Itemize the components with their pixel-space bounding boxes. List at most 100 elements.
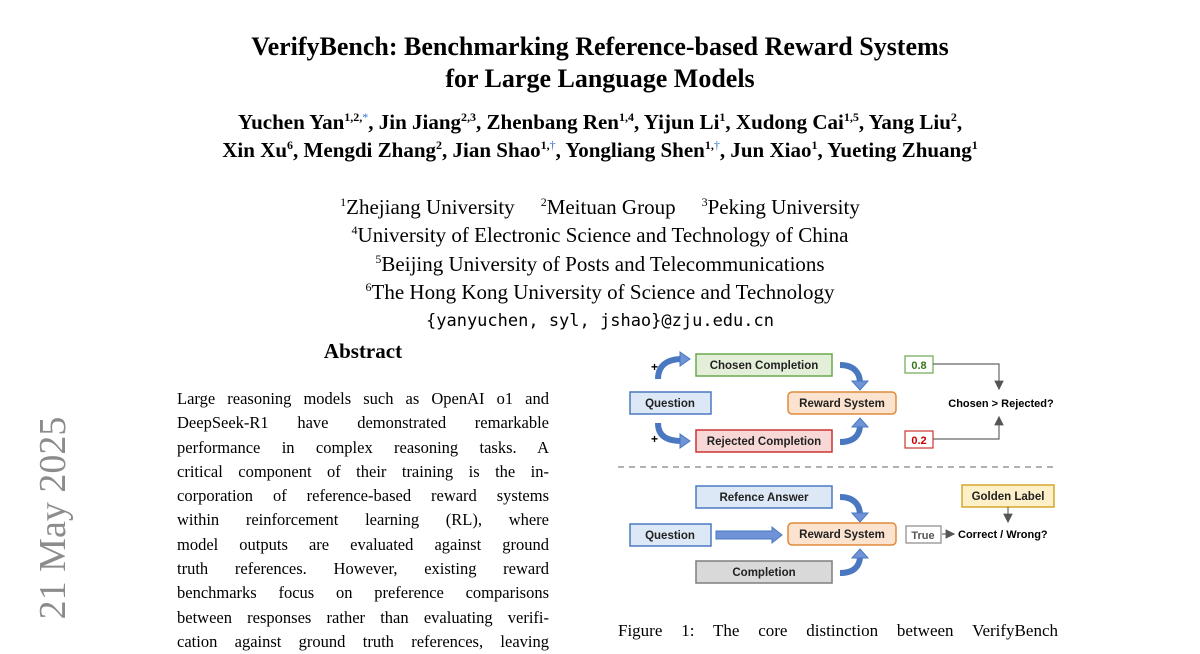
chosen-completion-label: Chosen Completion — [710, 360, 819, 372]
reward-system-box — [787, 391, 897, 415]
affiliation-number: 1 — [340, 195, 347, 209]
abstract-line: performance in complex reasoning tasks. … — [177, 437, 549, 457]
figure-1-diagram: + Chosen Completion Question Reward Syst… — [618, 351, 1055, 584]
author-affiliation: 1,2,* — [344, 110, 368, 124]
affiliations-line-2: 4University of Electronic Science and Te… — [0, 223, 1200, 248]
author-affiliation: 1 — [719, 110, 726, 124]
affiliation-number: 2 — [540, 195, 547, 209]
corresponding-author-mark: † — [713, 138, 720, 152]
abstract-line: Large reasoning models such as OpenAI o1… — [177, 389, 549, 408]
affiliation-name: University of Electronic Science and Tec… — [357, 223, 849, 247]
output-box — [905, 525, 942, 544]
reward-system-box — [787, 522, 897, 546]
chosen-completion-box — [695, 353, 833, 377]
completion-box — [695, 560, 833, 584]
affiliation-name: The Hong Kong University of Science and … — [371, 280, 835, 304]
affiliation-number: 3 — [701, 195, 708, 209]
aff-nums: 1, — [540, 138, 550, 152]
equal-contribution-mark: * — [362, 110, 369, 124]
plus-sign: + — [651, 432, 658, 446]
bottom-result-label: Correct / Wrong? — [958, 529, 1048, 541]
aff-nums: 1,2, — [344, 110, 363, 124]
author-list-line-1: Yuchen Yan1,2,*, Jin Jiang2,3, Zhenbang … — [237, 110, 963, 134]
connector-line — [933, 415, 1004, 440]
contact-email: {yanyuchen, syl, jshao}@zju.edu.cn — [426, 311, 774, 331]
abstract-line: cation against ground truth references, … — [177, 631, 549, 651]
curved-arrow-head-icon — [850, 512, 870, 523]
aff-nums: 1, — [704, 138, 714, 152]
reward-system-label: Reward System — [799, 529, 885, 541]
author-affiliation: 1,† — [541, 138, 556, 152]
abstract-line: DeepSeek-R1 have demonstrated remarkable — [177, 413, 549, 433]
author-name: Jian Shao — [452, 138, 541, 162]
affiliations-line-3: 5Beijing University of Posts and Telecom… — [0, 252, 1200, 277]
author-name: Jun Xiao — [730, 138, 812, 162]
completion-label: Completion — [732, 567, 795, 579]
affiliations-line-1: 1Zhejiang University 2Meituan Group 3Pekin… — [0, 195, 1200, 220]
author-name: Yongliang Shen — [565, 138, 705, 162]
curved-arrow-icon — [839, 555, 863, 576]
question-label: Question — [645, 530, 695, 542]
affiliations-line-4: 6The Hong Kong University of Science and… — [0, 280, 1200, 305]
affiliation-number: 6 — [365, 280, 372, 294]
question-label: Question — [645, 398, 695, 410]
affiliation-name: Meituan Group — [546, 195, 676, 219]
score-chosen-value: 0.8 — [911, 360, 926, 372]
question-box — [629, 523, 712, 547]
abstract-line: critical component of their training is … — [177, 461, 549, 481]
affiliation-number: 5 — [375, 252, 382, 266]
author-name: Zhenbang Ren — [486, 110, 619, 134]
author-affiliation: 2,3 — [461, 110, 477, 124]
abstract-body: Large reasoning models such as OpenAI o1… — [177, 387, 549, 654]
affiliation-number: 4 — [351, 223, 358, 237]
question-box — [629, 391, 712, 415]
golden-label-text: Golden Label — [972, 491, 1045, 503]
author-affiliation: 1 — [811, 138, 818, 152]
author-affiliation: 2 — [436, 138, 442, 152]
curved-arrow-head-icon — [679, 351, 691, 367]
arxiv-date-stamp: 21 May 2025 — [32, 410, 74, 625]
author-name: Yijun Li — [643, 110, 720, 134]
curved-arrow-head-icon — [679, 433, 691, 449]
rejected-completion-label: Rejected Completion — [707, 436, 821, 448]
author-list-line-2: Xin Xu6, Mengdi Zhang2, Jian Shao1,†, Yo… — [222, 138, 978, 162]
curved-arrow-head-icon — [850, 417, 870, 428]
top-result-label: Chosen > Rejected? — [948, 398, 1054, 410]
abstract-line: between responses rather than evaluating… — [177, 607, 549, 627]
abstract-line: benchmarks focus on preference compariso… — [177, 583, 549, 603]
author-affiliation: 1 — [971, 138, 978, 152]
abstract-line: within reinforcement learning (RL), wher… — [177, 510, 549, 530]
curved-arrow-icon — [839, 494, 863, 516]
author-affiliation: 1,† — [705, 138, 720, 152]
affiliation-name: Zhejiang University — [346, 195, 515, 219]
straight-arrow-icon — [715, 525, 783, 545]
curved-arrow-head-icon — [850, 380, 870, 391]
author-name: Yueting Zhuang — [827, 138, 972, 162]
author-affiliation: 2 — [950, 110, 957, 124]
author-name: Xin Xu — [222, 138, 288, 162]
abstract-line: model outputs are evaluated against grou… — [177, 534, 549, 554]
abstract-line: corporation of reference-based reward sy… — [177, 486, 549, 506]
arxiv-date-text: 21 May 2025 — [32, 416, 74, 619]
paper-title-line-1: VerifyBench: Benchmarking Reference-base… — [251, 32, 949, 61]
author-name: Xudong Cai — [735, 110, 844, 134]
abstract-line: truth references. However, existing rewa… — [177, 559, 549, 579]
author-affiliation: 6 — [287, 138, 294, 152]
corresponding-author-mark: † — [549, 138, 556, 152]
reward-system-label: Reward System — [799, 398, 885, 410]
affiliation-name: Peking University — [707, 195, 860, 219]
author-name: Mengdi Zhang — [303, 138, 436, 162]
curved-arrow-head-icon — [850, 548, 870, 559]
author-affiliation: 1,4 — [619, 110, 634, 124]
reference-answer-box — [695, 485, 833, 509]
author-name: Yuchen Yan — [237, 110, 345, 134]
curved-arrow-icon — [839, 362, 863, 384]
author-name: Jin Jiang — [378, 110, 462, 134]
output-value: True — [911, 530, 934, 542]
figure-caption: Figure 1: The core distinction between V… — [618, 621, 1058, 640]
abstract-heading: Abstract — [323, 339, 403, 363]
curved-arrow-icon — [655, 356, 683, 380]
score-rejected-value: 0.2 — [911, 435, 926, 447]
reference-answer-label: Refence Answer — [719, 492, 809, 504]
connector-line — [933, 363, 1004, 391]
